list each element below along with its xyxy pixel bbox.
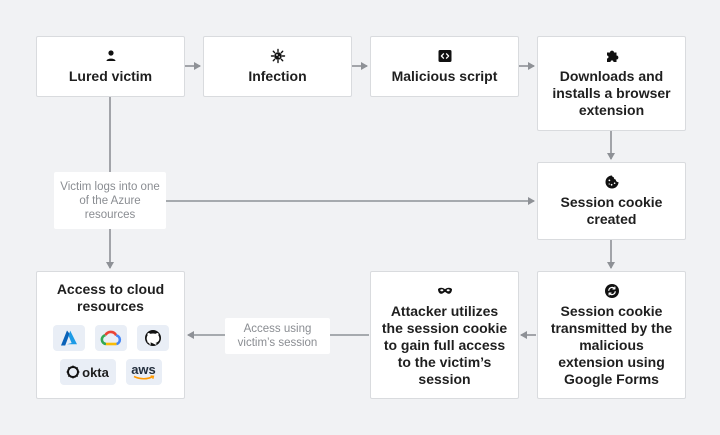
node-infection: Infection xyxy=(203,36,352,97)
node-session-cookie-created: Session cookie created xyxy=(537,162,686,240)
github-logo xyxy=(136,325,169,351)
node-malicious-script: Malicious script xyxy=(370,36,519,97)
google-cloud-logo xyxy=(94,325,127,351)
node-label: Attacker utilizes the session cookie to … xyxy=(381,302,508,387)
node-label: Lured victim xyxy=(68,68,153,84)
node-attacker-utilizes: Attacker utilizes the session cookie to … xyxy=(370,271,519,399)
node-label: Infection xyxy=(248,68,307,84)
node-label: Session cookie created xyxy=(560,194,663,227)
puzzle-icon xyxy=(606,50,618,62)
sync-icon xyxy=(604,283,619,298)
note-access-using-session: Access using victim’s session xyxy=(225,318,330,354)
node-cookie-transmitted: Session cookie transmitted by the malici… xyxy=(537,271,686,399)
virus-icon xyxy=(270,48,285,64)
node-label: Session cookie transmitted by the malici… xyxy=(550,302,673,387)
node-label: Downloads and installs a browser extensi… xyxy=(552,68,671,118)
mask-icon xyxy=(437,287,452,294)
cookie-icon xyxy=(605,175,618,189)
okta-wordmark: okta xyxy=(82,364,109,380)
person-icon xyxy=(106,50,115,61)
okta-logo: okta xyxy=(59,359,116,385)
azure-logo xyxy=(52,325,85,351)
node-downloads-extension: Downloads and installs a browser extensi… xyxy=(537,36,686,131)
code-icon xyxy=(438,50,451,62)
node-label: Access to cloud resources xyxy=(56,281,165,314)
node-lured-victim: Lured victim xyxy=(36,36,185,97)
note-victim-logs-in: Victim logs into one of the Azure resour… xyxy=(54,172,166,229)
node-cloud-access: Access to cloud resources xyxy=(36,271,185,399)
aws-wordmark: aws xyxy=(131,361,156,377)
cloud-logos: okta aws xyxy=(52,325,169,385)
aws-logo: aws xyxy=(125,359,162,385)
node-label: Malicious script xyxy=(391,68,498,84)
